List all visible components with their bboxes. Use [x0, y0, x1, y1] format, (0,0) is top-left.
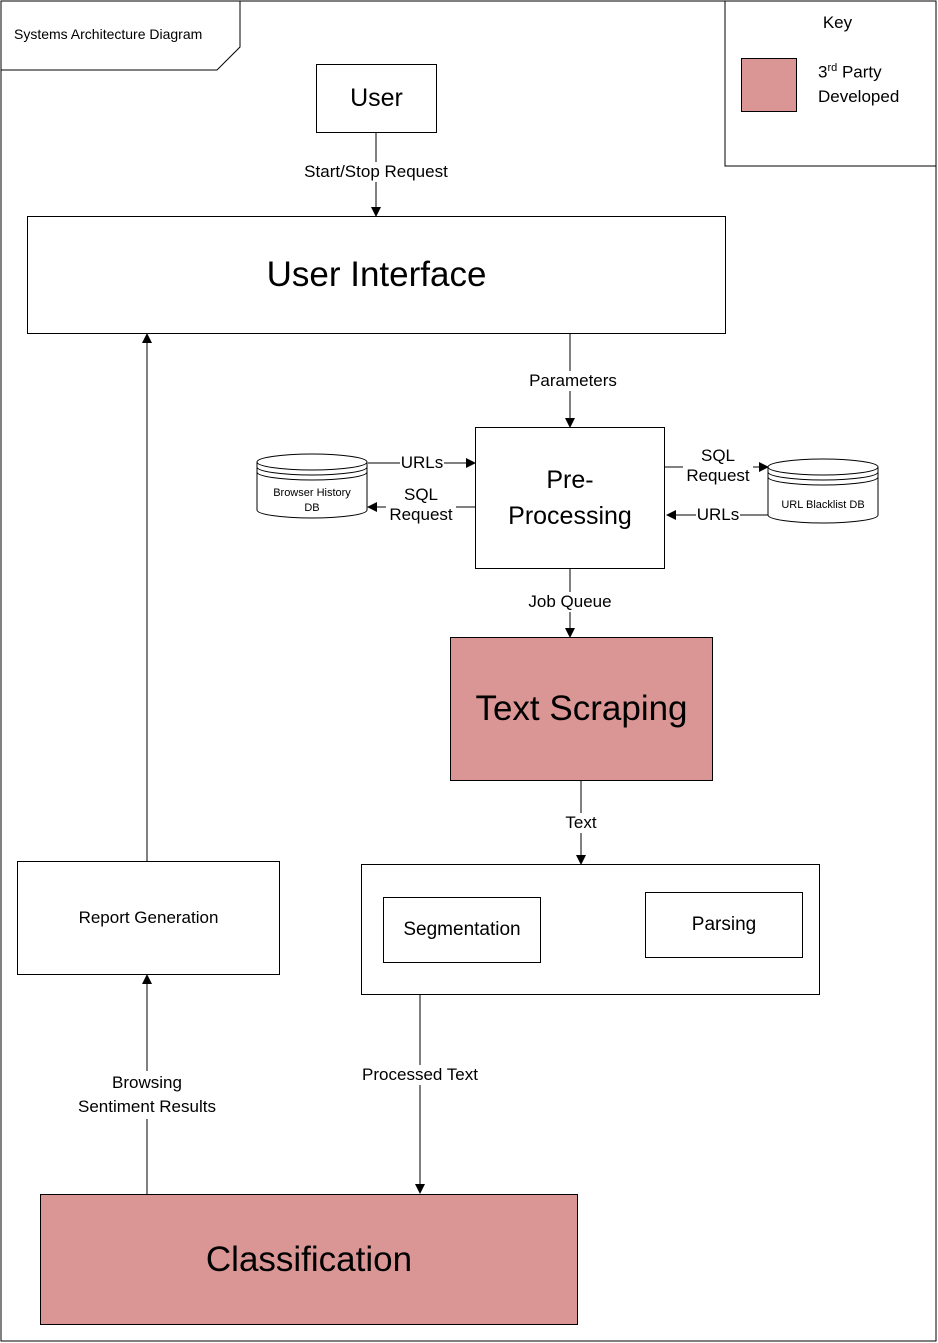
node-segmentation-label: Segmentation	[403, 919, 521, 940]
browser-history-db-label-line1: Browser History	[273, 487, 351, 499]
node-text-scraping: Text Scraping	[450, 637, 713, 781]
node-classification-label: Classification	[205, 1239, 413, 1279]
node-user-interface-label: User Interface	[266, 255, 487, 294]
edge-label-urls-history: URLs	[400, 453, 444, 474]
edge-label-text: Text	[558, 813, 604, 834]
node-classification: Classification	[40, 1194, 578, 1325]
browser-history-db-cylinder	[256, 453, 368, 519]
node-preprocessing: Pre- Processing	[475, 427, 665, 569]
browser-history-db-label: Browser History DB	[257, 486, 367, 516]
url-blacklist-db-label: URL Blacklist DB	[781, 499, 865, 511]
frame-title: Systems Architecture Diagram	[14, 26, 203, 42]
node-report-generation-label: Report Generation	[78, 908, 219, 927]
node-user-label: User	[350, 84, 403, 112]
edge-label-browsing-sentiment-line2: Sentiment Results	[78, 1097, 216, 1116]
edge-label-sql-request-history: SQL Request	[386, 485, 456, 526]
edge-label-sql-request-blacklist: SQL Request	[683, 446, 753, 487]
key-label: 3rd Party Developed	[818, 56, 899, 109]
node-user-interface: User Interface	[27, 216, 726, 334]
edge-label-sql-request-history-line2: Request	[389, 505, 453, 525]
title-tab-border	[1, 1, 241, 71]
browser-history-db-label-line2: DB	[304, 502, 320, 514]
node-segmentation: Segmentation	[383, 897, 541, 963]
key-label-line1-suffix: Party	[837, 62, 882, 82]
node-user: User	[316, 64, 437, 133]
node-parsing: Parsing	[645, 892, 803, 958]
node-text-scraping-label: Text Scraping	[475, 689, 688, 728]
key-label-line2: Developed	[818, 86, 900, 106]
key-label-superscript: rd	[827, 62, 838, 74]
edge-label-sql-request-blacklist-line1: SQL	[700, 446, 736, 465]
url-blacklist-db-cylinder	[767, 458, 879, 524]
node-report-generation: Report Generation	[17, 861, 280, 975]
edge-label-parameters: Parameters	[521, 371, 625, 392]
node-preprocessing-label-line2: Processing	[508, 502, 632, 530]
edge-label-browsing-sentiment-line1: Browsing	[112, 1073, 182, 1092]
edge-label-start-stop-request: Start/Stop Request	[296, 162, 456, 183]
node-parsing-label: Parsing	[691, 914, 757, 935]
edge-label-processed-text: Processed Text	[355, 1065, 485, 1086]
edge-label-sql-request-history-line1: SQL	[403, 485, 439, 504]
edge-label-job-queue: Job Queue	[521, 592, 619, 613]
edge-label-browsing-sentiment-results: Browsing Sentiment Results	[67, 1071, 227, 1119]
key-swatch-third-party	[741, 58, 797, 112]
edge-label-sql-request-blacklist-line2: Request	[686, 466, 750, 486]
key-label-line1-prefix: 3	[818, 62, 828, 82]
node-preprocessing-label-line1: Pre-	[546, 466, 594, 494]
edge-label-urls-blacklist: URLs	[696, 505, 740, 526]
key-title: Key	[822, 13, 853, 32]
